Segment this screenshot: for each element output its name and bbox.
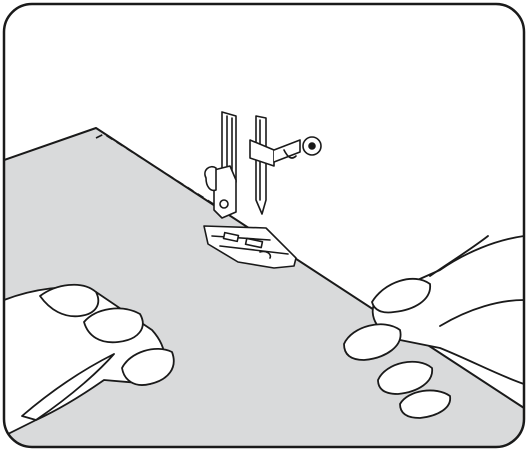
needle-icon bbox=[256, 116, 266, 214]
